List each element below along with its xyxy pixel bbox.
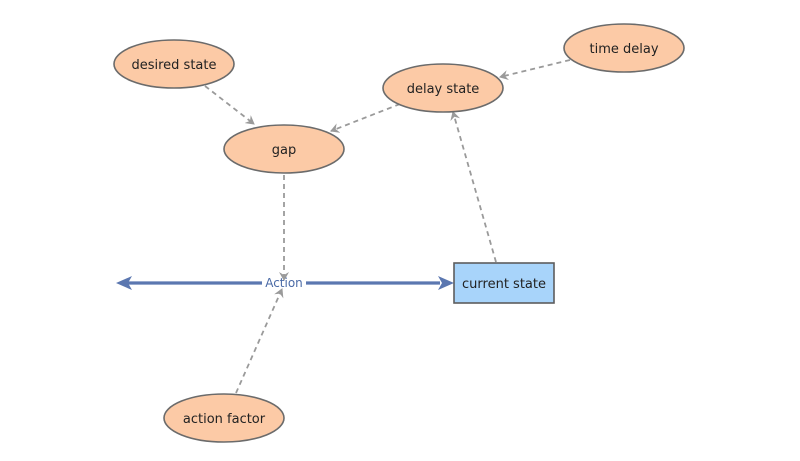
link-time-delay-to-delay-state (499, 59, 571, 80)
node-gap-label: gap (272, 143, 296, 158)
node-desired-state-label: desired state (131, 58, 216, 73)
node-time-delay-label: time delay (589, 42, 658, 57)
link-action-factor-to-action (235, 288, 284, 394)
action-flow[interactable]: Action (116, 276, 454, 290)
link-delay-state-to-gap (330, 103, 401, 133)
link-current-state-to-delay-state (450, 111, 497, 263)
node-delay-state-label: delay state (407, 82, 480, 97)
flow-label-action: Action (265, 276, 303, 290)
flow-arrowhead-right (438, 276, 454, 290)
node-action-factor[interactable]: action factor (163, 393, 285, 443)
flow-arrowhead-left (116, 276, 132, 290)
link-desired-state-to-gap (204, 85, 255, 125)
node-desired-state[interactable]: desired state (113, 39, 235, 89)
node-current-state[interactable]: current state (453, 262, 555, 304)
node-action-factor-label: action factor (183, 412, 266, 427)
node-gap[interactable]: gap (223, 124, 345, 174)
node-delay-state[interactable]: delay state (382, 63, 504, 113)
node-time-delay[interactable]: time delay (563, 23, 685, 73)
node-current-state-label: current state (462, 277, 546, 292)
